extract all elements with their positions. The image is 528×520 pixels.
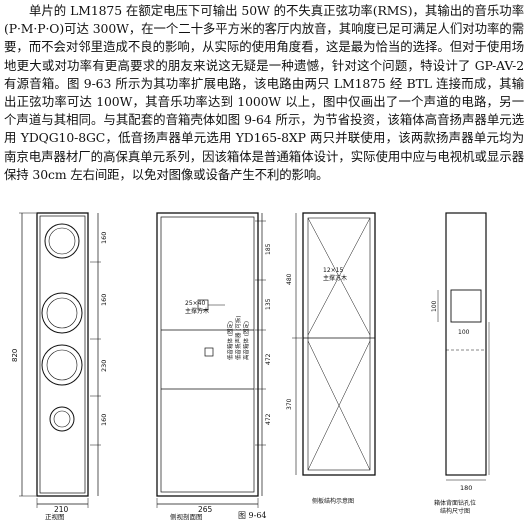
brace-note-size: 25×40 — [185, 300, 205, 307]
inner-note-size: 12×15 — [323, 267, 343, 274]
side-dim-d2: 135 — [265, 298, 272, 310]
front-dim-top: 160 — [100, 232, 108, 244]
side-section-view — [156, 212, 266, 508]
body-paragraph: 单片的 LM1875 在额定电压下可输出 50W 的不失真正弦功率(RMS)，其… — [4, 3, 524, 182]
inner-dim-bottom: 370 — [286, 398, 293, 410]
front-view — [19, 212, 101, 508]
tweeter-circle — [44, 223, 80, 259]
figure-caption: 图 9-64 — [238, 511, 267, 520]
inner-view-label: 侧板结构示意图 — [312, 497, 354, 505]
front-dim-bottom: 160 — [100, 414, 108, 426]
side-dim-bottom: 472 — [265, 413, 272, 425]
inner-dim-top: 480 — [286, 273, 293, 285]
front-height-dim: 820 — [11, 349, 19, 362]
inner-note-text: 主撑方木 — [323, 274, 347, 282]
side-dim-d3: 472 — [265, 353, 272, 365]
side-view-label: 侧视剖面图 — [170, 512, 203, 520]
front-view-label: 正视图 — [45, 512, 65, 520]
front-width-dim: 210 — [54, 505, 69, 514]
front-dim-mid2: 230 — [100, 360, 108, 372]
woofer-circle-upper — [41, 292, 83, 334]
back-drilling-view — [437, 212, 490, 481]
side-note-2: 低音扬声器 (可拆) — [234, 315, 242, 360]
side-note-3: 高音箱体 (固定) — [242, 321, 250, 360]
back-width-dim: 180 — [460, 484, 472, 492]
back-dim-h1: 100 — [431, 300, 438, 312]
brace-note-text: 主撑方木 — [185, 307, 209, 315]
back-label-1: 箱体背面钻孔位 — [434, 499, 476, 507]
port-circle — [49, 406, 75, 432]
side-dim-d1: 185 — [265, 243, 272, 255]
back-label-2: 结构尺寸图 — [440, 507, 470, 515]
woofer-circle-lower — [41, 344, 83, 386]
side-note-1: 低音箱体 (固定) — [226, 321, 234, 360]
back-dim-w1: 100 — [458, 329, 470, 336]
side-width-dim: 265 — [198, 505, 213, 514]
front-dim-mid1: 160 — [100, 294, 108, 306]
side-panel-structure-view — [292, 212, 376, 476]
